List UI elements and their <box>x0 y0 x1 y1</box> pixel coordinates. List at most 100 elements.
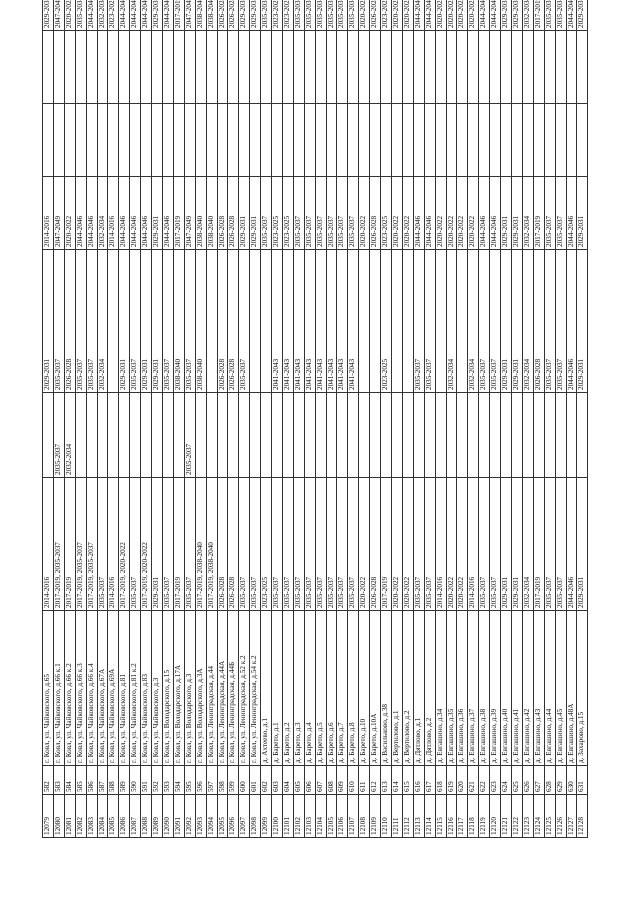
table-cell: 2026-2028 <box>217 249 228 393</box>
table-cell <box>118 103 130 177</box>
table-cell: 2035-2037 <box>489 477 501 611</box>
table-cell: 2044-2046 <box>413 0 425 31</box>
table-cell <box>500 392 512 478</box>
table-cell <box>206 249 217 393</box>
table-cell <box>435 392 447 478</box>
table-cell: 2035-2037 <box>336 176 348 250</box>
table-cell: 12124 <box>533 794 545 838</box>
table-cell: 2020-2022 <box>435 0 447 31</box>
table-cell <box>533 103 545 177</box>
table-cell: 2032-2034 <box>97 249 108 393</box>
table-cell <box>467 392 479 478</box>
table-cell <box>413 392 425 478</box>
table-cell <box>227 30 239 104</box>
table-cell: 2038-2040 <box>206 176 217 250</box>
table-cell <box>140 392 152 478</box>
table-cell: 610 <box>347 765 359 795</box>
table-cell <box>544 103 556 177</box>
table-cell <box>173 103 185 177</box>
table-cell: г. Ковл, ул. Володарского, д.15 <box>162 610 174 766</box>
table-cell: 2026-2028 <box>369 0 381 31</box>
table-cell: 12082 <box>75 794 87 838</box>
table-cell: 590 <box>129 765 141 795</box>
table-cell <box>424 30 436 104</box>
table-cell: 2044-2046 <box>566 176 577 250</box>
table-cell: 12098 <box>249 794 261 838</box>
table-cell: 2014-2016 <box>107 176 119 250</box>
table-cell: 2023-2025 <box>271 0 283 31</box>
table-cell <box>206 103 217 177</box>
table-cell <box>347 30 359 104</box>
table-cell: 12088 <box>140 794 152 838</box>
table-cell: 611 <box>358 765 370 795</box>
table-cell: 2032-2034 <box>64 392 76 478</box>
table-cell: 2029-2031 <box>576 0 588 31</box>
table-cell: 2029-2031 <box>576 176 588 250</box>
table-cell: д. Барето, д.3 <box>293 610 305 766</box>
table-cell: 625 <box>511 765 523 795</box>
table-cell <box>140 30 152 104</box>
table-cell <box>195 103 207 177</box>
table-cell: 2029-2031 <box>151 477 163 611</box>
table-cell: 2035-2037 <box>184 477 196 611</box>
table-cell: д. Барето, д.10А <box>369 610 381 766</box>
table-cell <box>391 30 403 104</box>
table-cell: 12116 <box>446 794 457 838</box>
table-cell <box>511 103 523 177</box>
table-cell <box>413 30 425 104</box>
table-cell: 2020-2022 <box>358 0 370 31</box>
table-cell: г. Ковл, ул. Чайковского, д.66 к.3 <box>75 610 87 766</box>
table-cell <box>566 103 577 177</box>
table-cell <box>435 30 447 104</box>
table-cell: 2035-2037 <box>555 477 566 611</box>
table-cell <box>522 103 534 177</box>
table-cell: 605 <box>293 765 305 795</box>
table-cell: 612 <box>369 765 381 795</box>
table-cell: 2029-2031 <box>42 0 54 31</box>
table-cell: 2035-2037 <box>75 249 87 393</box>
table-cell: 2020-2022 <box>446 176 457 250</box>
table-cell: 12109 <box>369 794 381 838</box>
table-cell: 596 <box>195 765 207 795</box>
table-cell <box>42 103 54 177</box>
table-cell: 584 <box>64 765 76 795</box>
table-cell: 2014-2016 <box>467 477 479 611</box>
table-cell <box>467 30 479 104</box>
table-cell <box>151 392 163 478</box>
table-cell <box>576 30 588 104</box>
table-cell: 2035-2037 <box>315 477 327 611</box>
table-cell <box>402 30 414 104</box>
table-cell: г. Ковл, ул. Чайковского, д.66 к.4 <box>86 610 98 766</box>
table-cell: 601 <box>249 765 261 795</box>
table-cell: 2047-2049 <box>184 176 196 250</box>
table-cell: 12112 <box>402 794 414 838</box>
table-cell <box>162 392 174 478</box>
table-cell: 2020-2022 <box>402 477 414 611</box>
table-cell <box>64 103 76 177</box>
table-cell: 2026-2028 <box>533 249 545 393</box>
table-cell: 2029-2031 <box>511 477 523 611</box>
table-cell: 2044-2046 <box>86 0 98 31</box>
table-cell: 12121 <box>500 794 512 838</box>
table-cell <box>511 30 523 104</box>
table-cell: 2017-2019 <box>64 477 76 611</box>
table-cell <box>282 103 294 177</box>
table-cell <box>402 392 414 478</box>
table-cell: 2035-2037 <box>544 176 556 250</box>
table-cell: 2035-2037 <box>53 392 65 478</box>
table-cell <box>293 103 305 177</box>
table-cell <box>380 30 392 104</box>
table-cell: 2038-2040 <box>195 249 207 393</box>
table-cell: 620 <box>456 765 468 795</box>
